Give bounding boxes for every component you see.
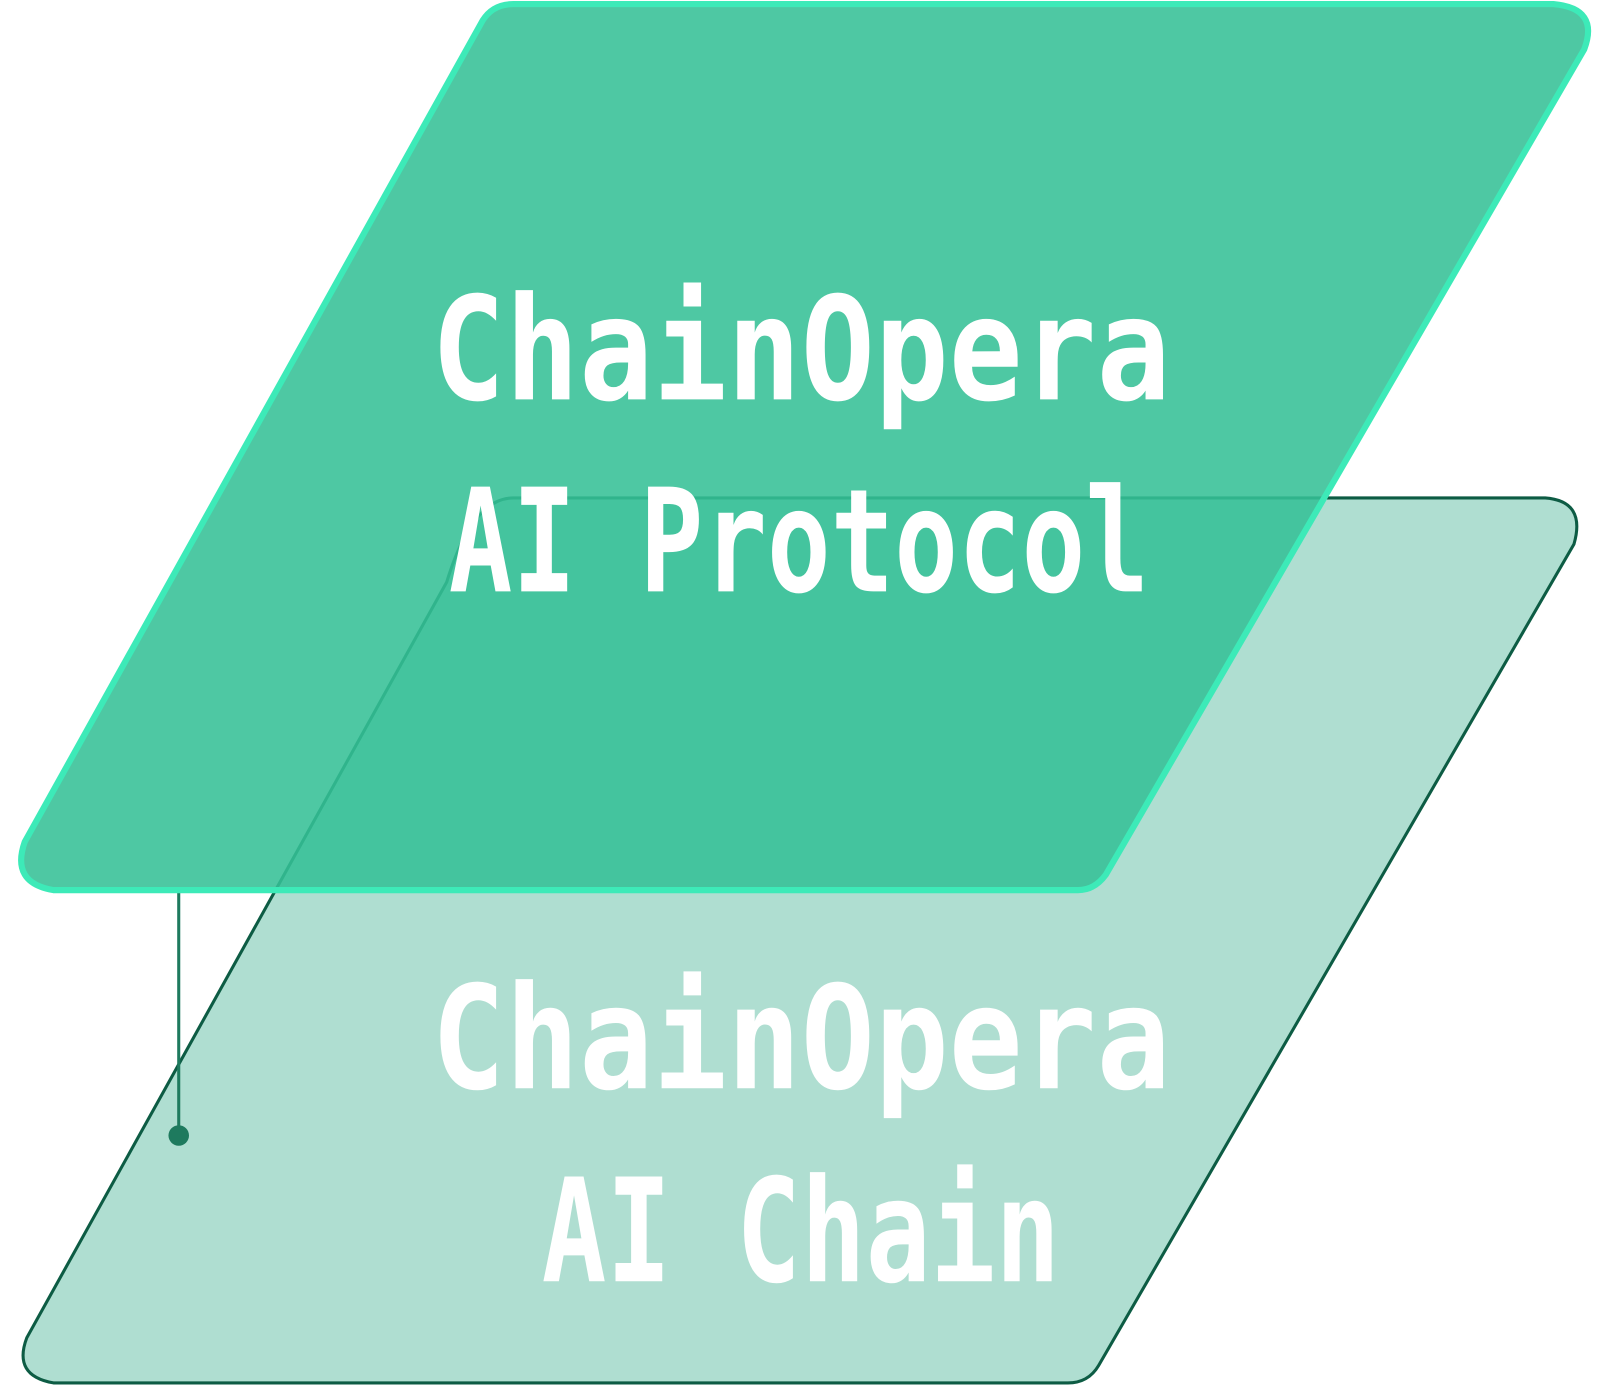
ai-chain-title-line2: AI Chain	[542, 1148, 1060, 1315]
connector-dot	[168, 1125, 189, 1146]
layer-ai-protocol: ChainOpera AI Protocol	[18, 1, 1592, 894]
ai-protocol-plate	[18, 1, 1592, 894]
ai-protocol-title-line2: AI Protocol	[449, 458, 1149, 625]
ai-chain-title-line1: ChainOpera	[431, 955, 1170, 1122]
ai-protocol-title-line1: ChainOpera	[431, 266, 1170, 433]
